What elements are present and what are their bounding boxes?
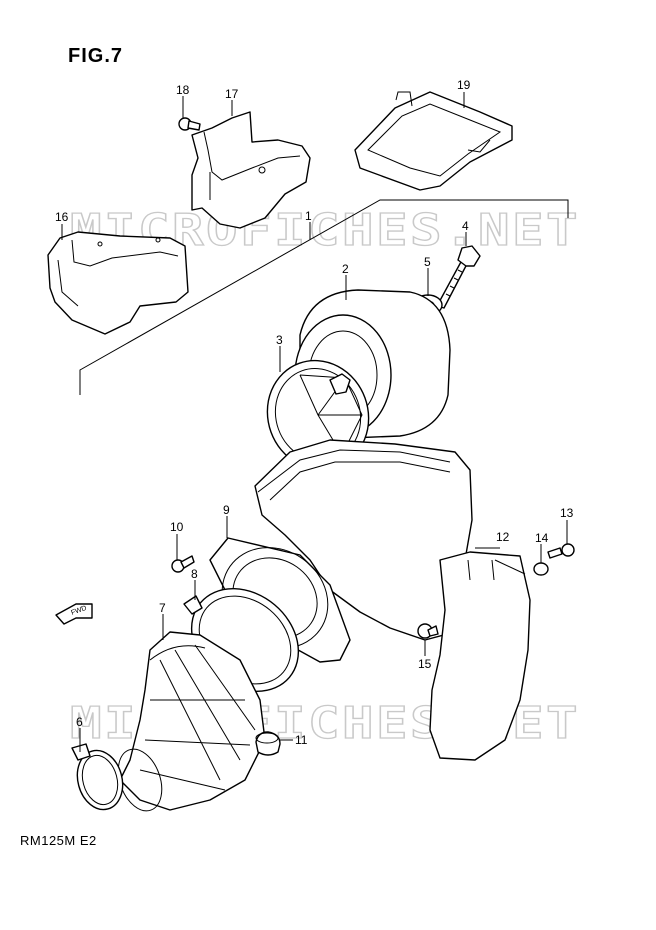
callout-5: 5 [424, 255, 431, 269]
callout-12: 12 [496, 530, 510, 544]
seal-plate-part [209, 537, 351, 663]
drain-cap-part [255, 731, 281, 756]
callout-17: 17 [225, 87, 239, 101]
callout-4: 4 [462, 219, 469, 233]
callout-15: 15 [418, 657, 432, 671]
callout-1: 1 [305, 209, 312, 223]
washer-14-part [533, 562, 549, 576]
assembly-bracket-line [79, 199, 569, 395]
callout-7: 7 [159, 601, 166, 615]
intake-pipe-part [117, 631, 266, 812]
callout-8: 8 [191, 567, 198, 581]
callout-3: 3 [276, 333, 283, 347]
callout-11: 11 [295, 733, 308, 747]
screw-10-part [171, 555, 195, 573]
air-cleaner-case-part [254, 439, 531, 761]
callout-10: 10 [170, 520, 184, 534]
clamp-6-part [71, 743, 124, 811]
fwd-arrow: FWD [55, 603, 93, 625]
bolt-13-part [547, 543, 575, 559]
wing-bolt-part [436, 245, 481, 309]
callout-18: 18 [176, 83, 190, 97]
figure-title: FIG.7 [68, 45, 124, 67]
leader-lines [61, 92, 568, 752]
inner-cap-part [354, 91, 513, 191]
cover-left-part [47, 231, 189, 335]
callout-13: 13 [560, 506, 574, 520]
callout-19: 19 [457, 78, 471, 92]
callout-14: 14 [535, 531, 549, 545]
callout-numbers: 1 2 3 4 5 6 7 8 9 10 11 12 13 14 15 16 1… [55, 78, 574, 747]
screw-18-part [178, 117, 201, 131]
cover-right-part [191, 111, 311, 229]
callout-9: 9 [223, 503, 230, 517]
bolt-15-part [417, 623, 439, 639]
model-code: RM125M E2 [20, 833, 97, 848]
callout-2: 2 [342, 262, 349, 276]
callout-16: 16 [55, 210, 69, 224]
callout-6: 6 [76, 715, 83, 729]
